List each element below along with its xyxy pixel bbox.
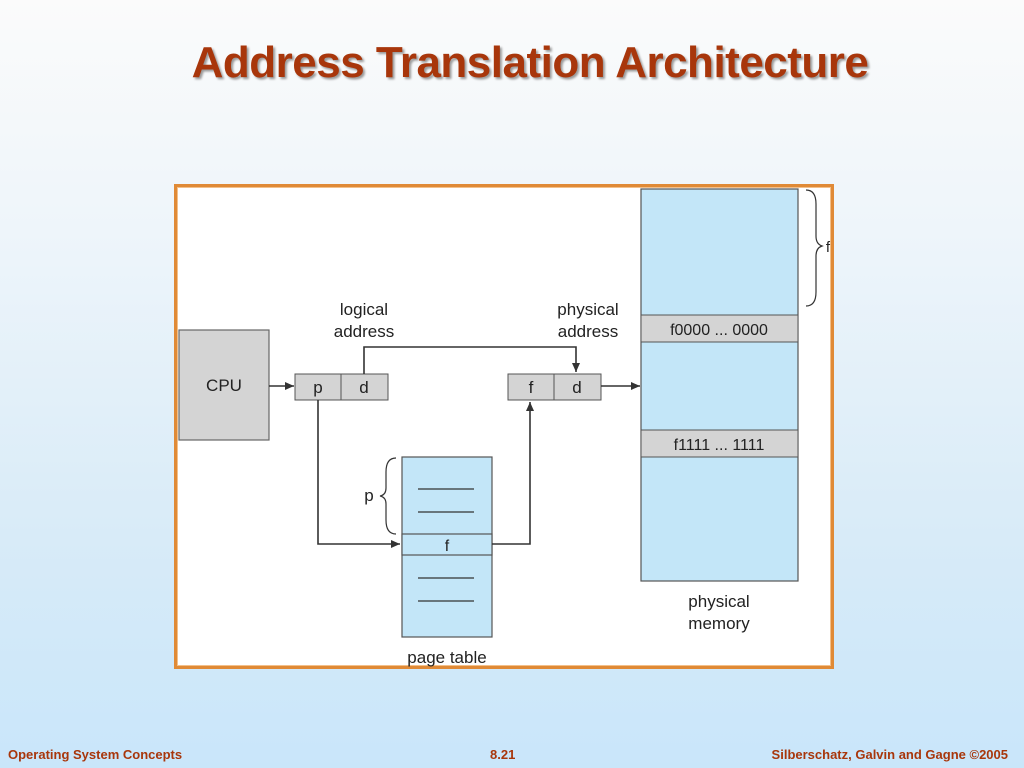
- logical-field-d: d: [359, 378, 368, 397]
- memory-frame-start: [640, 314, 799, 343]
- page-table: f: [401, 456, 493, 638]
- frame-brace-label: f: [826, 239, 831, 256]
- physical-address-label-line2: address: [558, 322, 618, 341]
- frame-brace: [805, 189, 824, 307]
- physical-memory: f0000 ... 0000 f1111 ... 1111: [640, 188, 799, 582]
- page-table-caption: page table: [407, 648, 486, 667]
- physical-field-f: f: [529, 378, 534, 397]
- logical-address-label-line2: address: [334, 322, 394, 341]
- frame-number-arrow: [492, 402, 534, 545]
- memory-caption-line2: memory: [688, 614, 750, 633]
- memory-frame-end: [640, 429, 799, 458]
- memory-caption-line1: physical: [688, 592, 749, 611]
- cpu-box: CPU: [178, 329, 270, 441]
- physical-address-label-line1: physical: [557, 300, 618, 319]
- logical-field-p: p: [313, 378, 322, 397]
- page-table-entry-label: f: [445, 538, 450, 555]
- slide-title: Address Translation Architecture: [191, 38, 869, 87]
- logical-address-label-line1: logical: [340, 300, 388, 319]
- offset-copy-arrow: [363, 346, 580, 374]
- footer-course-title: Operating System Concepts: [8, 747, 183, 762]
- memory-frame-end-label: f1111 ... 1111: [674, 437, 765, 454]
- memory-frame-start-label: f0000 ... 0000: [670, 322, 768, 339]
- physical-address-register: f d: [507, 373, 602, 401]
- footer-slide-number: 8.21: [490, 747, 516, 762]
- logical-address-register: p d: [294, 373, 389, 401]
- page-index-brace: [379, 457, 397, 535]
- page-index-brace-label: p: [364, 486, 373, 505]
- page-number-lookup-arrow: [317, 400, 400, 548]
- footer-copyright: Silberschatz, Galvin and Gagne ©2005: [771, 747, 1008, 762]
- cpu-label: CPU: [206, 376, 242, 395]
- physical-field-d: d: [572, 378, 581, 397]
